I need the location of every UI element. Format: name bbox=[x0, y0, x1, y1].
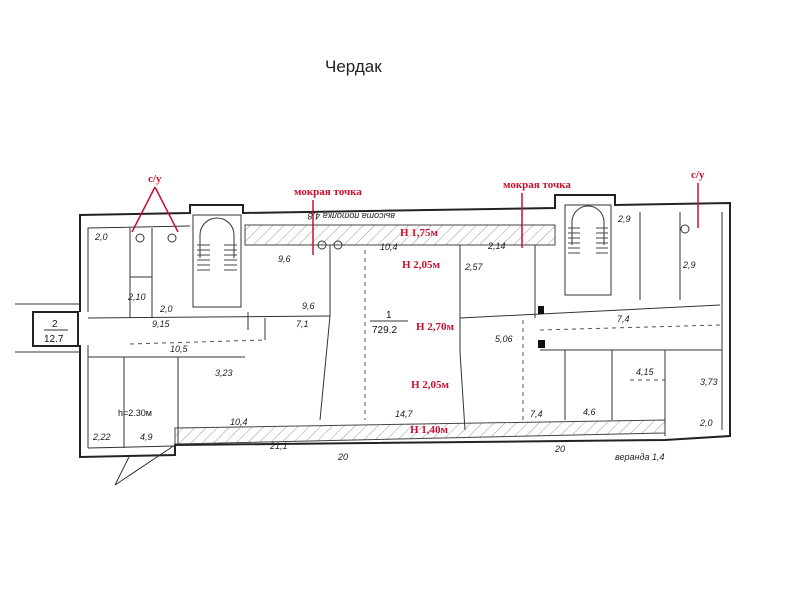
interior-walls bbox=[87, 212, 722, 486]
staircase-left bbox=[192, 214, 242, 308]
dim-label: 4,15 bbox=[636, 367, 655, 377]
dim-label: 2,9 bbox=[617, 214, 631, 224]
dim-label: 9,6 bbox=[278, 254, 291, 264]
dim-label: 7,1 bbox=[296, 319, 309, 329]
page-title: Чердак bbox=[325, 57, 382, 76]
room-2-number: 2 bbox=[52, 319, 58, 330]
dim-label: 10,5 bbox=[170, 344, 189, 354]
dim-label: 2,57 bbox=[464, 262, 484, 272]
height-1-40: Н 1,40м bbox=[410, 424, 449, 436]
dim-label: высота потолка 4,8 bbox=[308, 211, 395, 221]
dim-label: 14,7 bbox=[395, 409, 414, 419]
dim-label: веранда 1,4 bbox=[615, 452, 664, 462]
dim-label: 5,06 bbox=[495, 334, 513, 344]
outer-walls bbox=[79, 194, 731, 459]
low-ceiling-strip-top bbox=[244, 224, 556, 246]
dimension-labels: высота потолка 4,8 2,0 2,0 2,10 9,15 10,… bbox=[92, 211, 718, 462]
room-2: 2 12.7 bbox=[15, 303, 80, 353]
dim-label: 2,10 bbox=[127, 292, 146, 302]
dim-label: 2,0 bbox=[699, 418, 713, 428]
height-1-75: Н 1,75м bbox=[400, 227, 439, 239]
height-2-30: h=2.30м bbox=[118, 408, 152, 418]
room-2-area: 12.7 bbox=[44, 334, 64, 345]
dim-label: 3,23 bbox=[215, 368, 233, 378]
wet-point-left-label: мокрая точка bbox=[294, 186, 362, 198]
staircase-right bbox=[564, 204, 612, 296]
dim-label: 2,22 bbox=[92, 432, 111, 442]
room-1-area: 729.2 bbox=[372, 325, 397, 336]
dim-label: 10,4 bbox=[380, 242, 398, 252]
dim-label: 2,9 bbox=[682, 260, 696, 270]
dim-label: 21,1 bbox=[269, 441, 288, 451]
dim-label: 4,6 bbox=[583, 407, 596, 417]
dim-label: 9,15 bbox=[152, 319, 171, 329]
height-2-05-top: Н 2,05м bbox=[402, 259, 441, 271]
dim-label: 9,6 bbox=[302, 301, 315, 311]
wc-right-label: с/у bbox=[691, 169, 705, 181]
dim-label: 2,0 bbox=[94, 232, 108, 242]
dim-label: 20 bbox=[337, 452, 348, 462]
room-1-number: 1 bbox=[386, 310, 392, 321]
annotations: с/у мокрая точка мокрая точка с/у Н 1,75… bbox=[118, 169, 705, 436]
dim-label: 7,4 bbox=[617, 314, 630, 324]
toilet-icons bbox=[135, 224, 690, 250]
wc-left-label: с/у bbox=[148, 173, 162, 185]
height-2-05-bottom: Н 2,05м bbox=[411, 379, 450, 391]
dim-label: 2,0 bbox=[159, 304, 173, 314]
dim-label: 3,73 bbox=[700, 377, 718, 387]
dim-label: 2,14 bbox=[487, 241, 506, 251]
wet-point-right-label: мокрая точка bbox=[503, 179, 571, 191]
dim-label: 10,4 bbox=[230, 417, 248, 427]
dim-label: 7,4 bbox=[530, 409, 543, 419]
height-2-70: Н 2,70м bbox=[416, 321, 455, 333]
dim-label: 20 bbox=[554, 444, 565, 454]
dim-label: 4,9 bbox=[140, 432, 153, 442]
